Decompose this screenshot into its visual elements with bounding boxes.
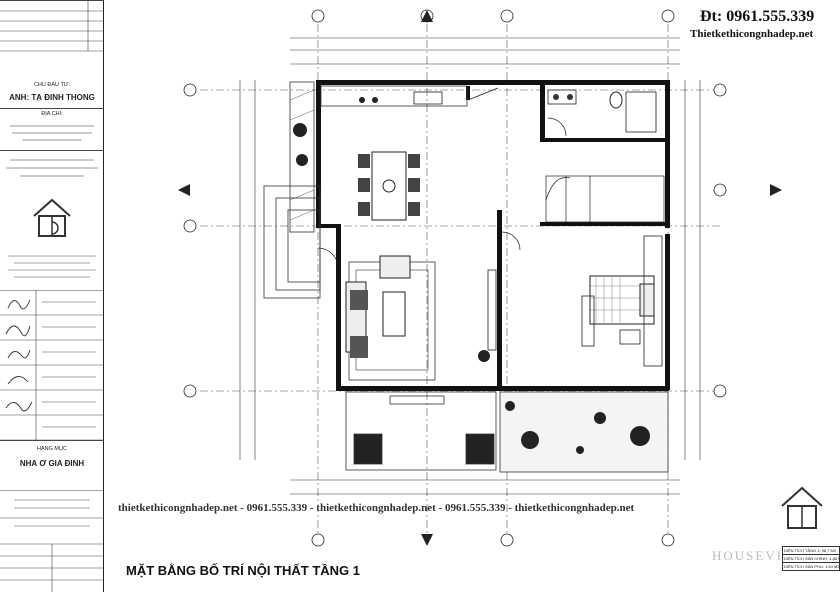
drawing-title: MẶT BẰNG BỐ TRÍ NỘI THẤT TẦNG 1 [126, 563, 360, 578]
signature-table [0, 290, 104, 440]
address-label: ĐỊA CHỈ: [41, 111, 63, 117]
kitchen-counter [320, 85, 468, 107]
project-name: NHÀ Ở GIA ĐÌNH [19, 460, 85, 467]
wc-room [547, 89, 657, 137]
stove-icon [359, 97, 378, 103]
watermark-text: thietkethicongnhadep.net - 0961.555.339 … [118, 502, 635, 514]
side-steps [263, 185, 321, 299]
owner-label: CHỦ ĐẦU TƯ: [33, 82, 71, 88]
area-line-1: DIỆN TÍCH TẦNG 1: 98,7 M2 [784, 548, 837, 553]
revision-table [0, 0, 104, 74]
section-markers [178, 10, 782, 546]
front-porch [345, 391, 497, 471]
company-info-lines [8, 255, 96, 278]
sink-icon [413, 91, 443, 105]
bedroom-furniture [581, 235, 663, 367]
tv-cabinet [487, 269, 497, 351]
drawing-info-table [0, 490, 104, 592]
front-garden [499, 391, 669, 473]
company-row [0, 150, 104, 290]
company-lines [6, 159, 98, 177]
phone-label: Đt: 0961.555.339 [700, 8, 815, 25]
project-row [0, 440, 104, 490]
dining-table [358, 151, 420, 221]
address-row [0, 108, 104, 148]
area-line-2: DIỆN TÍCH SÂN CHÍNH: 4,88 M2 [783, 554, 840, 561]
project-label: HẠNG MỤC [37, 446, 67, 452]
revision-grid [0, 1, 104, 52]
floor-plan [178, 9, 823, 547]
planter-strip [289, 81, 315, 233]
website-label: Thietkethicongnhadep.net [690, 28, 814, 40]
stair-icon [545, 175, 665, 223]
dimension-top [239, 37, 701, 495]
houseviet-logo: HOUSEVIET [712, 548, 803, 563]
kitchen-wall-line [467, 87, 499, 101]
living-plant [478, 350, 490, 362]
walls [316, 80, 670, 391]
left-plants [293, 123, 308, 166]
area-line-3: DIỆN TÍCH SÂN PHỤ: 1,64 M2 [783, 562, 840, 569]
address-lines [10, 125, 94, 141]
living-furniture [345, 255, 436, 381]
owner-name: ANH: TẠ ĐÌNH THÔNG [9, 94, 95, 101]
area-legend: DIỆN TÍCH TẦNG 1: 98,7 M2 DIỆN TÍCH SÂN … [782, 546, 840, 571]
title-block: CHỦ ĐẦU TƯ: ANH: TẠ ĐÌNH THÔNG ĐỊA CHỈ: [0, 0, 104, 592]
house-logo-icon [33, 198, 71, 237]
house-logo-icon-bottom [781, 486, 823, 529]
